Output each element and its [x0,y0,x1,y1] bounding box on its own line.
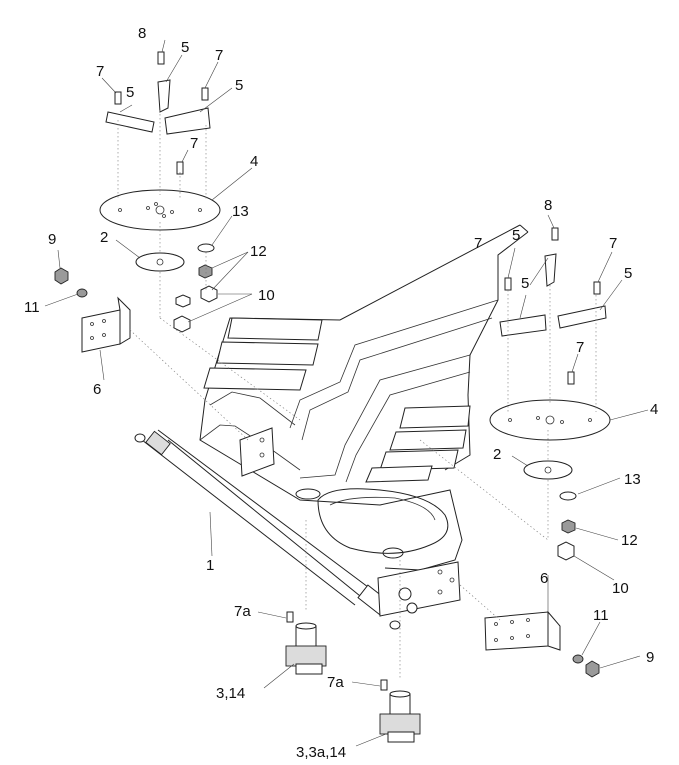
callout-3-3a-14: 3,3a,14 [296,744,346,761]
left-bolt-7b [201,87,209,101]
callout-11-right: 11 [593,607,609,624]
callout-5-e: 5 [624,265,632,282]
callout-13-right: 13 [624,471,641,488]
left-spinner-assembly [54,51,221,353]
left-hub-plate [135,252,185,272]
callout-6-left: 6 [93,381,101,398]
leader-lines [44,39,649,747]
callout-5-f: 5 [521,275,529,292]
axle-brackets [239,427,461,617]
callout-7a-a: 7a [234,603,251,620]
left-washer-13 [197,243,215,253]
left-bolt-7a [114,91,122,105]
callout-10-right: 10 [612,580,629,597]
right-blade-b [557,305,607,329]
callout-5-a: 5 [181,39,189,56]
right-washer-13 [559,491,577,501]
frame-panels [203,317,471,483]
left-nut-9 [54,267,69,285]
callout-5-b: 5 [126,84,134,101]
callout-8-left: 8 [138,25,146,42]
left-washer-11 [76,288,88,298]
callout-7-f: 7 [576,339,584,356]
left-blade-a [105,111,155,133]
callout-6-right: 6 [540,570,548,587]
right-nut-10 [557,541,575,561]
gearbox-lower [379,679,421,743]
right-nut-12 [561,519,576,534]
callout-4-left: 4 [250,153,258,170]
callout-8-right: 8 [544,197,552,214]
left-nut-12 [198,264,213,279]
callout-13-left: 13 [232,203,249,220]
callout-7-e: 7 [609,235,617,252]
left-bolt-8 [157,51,165,65]
axle-tube [134,429,401,630]
callout-9-left: 9 [48,231,56,248]
assembly-lines [117,110,597,680]
right-bolt-7b [593,281,601,295]
left-bolt-7c [176,161,184,175]
left-blade-b [164,107,211,135]
callout-9-right: 9 [646,649,654,666]
callout-4-right: 4 [650,401,658,418]
callout-5-d: 5 [512,227,520,244]
callout-2-right: 2 [493,446,501,463]
right-bracket-6 [484,611,549,651]
right-hub-plate [523,460,573,480]
gearbox-upper [285,611,327,675]
callout-7-b: 7 [96,63,104,80]
callout-11-left: 11 [24,299,40,316]
right-nut-9 [585,660,600,678]
callout-7-a: 7 [215,47,223,64]
callout-7-c: 7 [190,135,198,152]
left-bracket-6 [81,309,121,353]
right-bolt-8 [551,227,559,241]
right-washer-11 [572,654,584,664]
callout-12-left: 12 [250,243,267,260]
callout-7a-b: 7a [327,674,344,691]
callout-7-d: 7 [474,235,482,252]
right-bolt-7a [504,277,512,291]
left-nut-10 [200,285,218,303]
callout-3-14: 3,14 [216,685,245,702]
right-bolt-7c [567,371,575,385]
callout-1: 1 [206,557,214,574]
right-blade-a [499,314,547,337]
callout-12-right: 12 [621,532,638,549]
callout-2-left: 2 [100,229,108,246]
callout-labels: 8 5 7 7 5 5 7 4 13 2 9 12 10 11 6 8 7 5 … [24,25,658,761]
callout-10-left: 10 [258,287,275,304]
hopper-frame [199,224,529,571]
callout-5-c: 5 [235,77,243,94]
right-spinner-assembly [484,227,611,678]
